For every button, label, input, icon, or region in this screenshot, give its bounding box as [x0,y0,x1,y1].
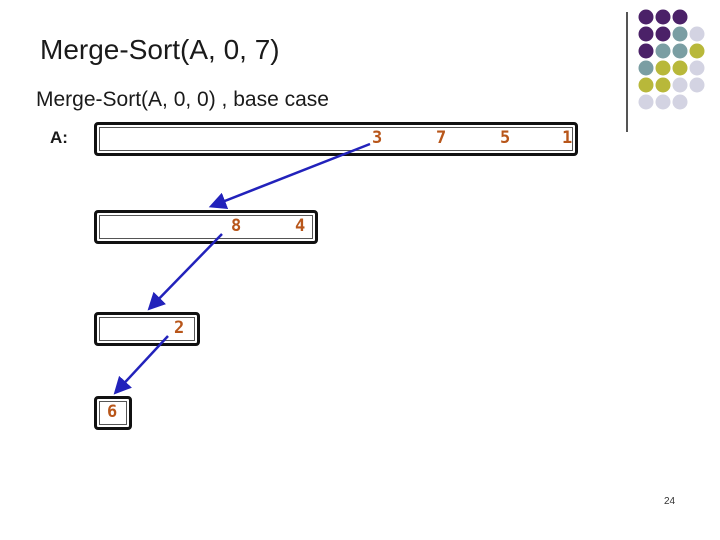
decorative-dot [655,94,671,110]
decorative-dot [638,26,654,42]
decorative-dot [689,43,705,59]
decorative-dot [689,77,705,93]
decorative-dot [689,26,705,42]
array-cell: 6 [107,402,118,422]
decorative-dot [655,9,671,25]
decorative-dot [655,43,671,59]
decorative-dot [638,77,654,93]
array-cell: 5 [500,128,511,148]
array-box-level-0 [94,122,578,156]
slide-subtitle: Merge-Sort(A, 0, 0) , base case [36,88,329,111]
array-cell: 8 [231,216,242,236]
decorative-dot [672,60,688,76]
array-label: A: [50,128,68,147]
array-cell: 4 [295,216,306,236]
array-box-level-2 [94,312,200,346]
decorative-dot [672,77,688,93]
decorative-dot [689,60,705,76]
decorative-dot [672,43,688,59]
decorative-dot [655,26,671,42]
decorative-dot [638,60,654,76]
array-box-level-3 [94,396,132,430]
decorative-dot [672,9,688,25]
decorative-dot [655,60,671,76]
decorative-dot [655,77,671,93]
arrow-level-0-to-1 [208,142,371,210]
array-cell: 7 [436,128,447,148]
decorative-dot [638,9,654,25]
array-box-level-1 [94,210,318,244]
decorative-dot [638,43,654,59]
array-cell: 2 [174,318,185,338]
array-cell: 1 [562,128,573,148]
slide-title: Merge-Sort(A, 0, 7) [40,34,280,65]
arrow-level-2-to-3 [113,335,169,395]
decorative-vertical-line [626,12,628,132]
array-cell: 3 [372,128,383,148]
page-number: 24 [664,496,676,507]
arrow-level-1-to-2 [147,233,223,311]
decorative-dot [672,26,688,42]
decorative-dot [638,94,654,110]
decorative-dot [672,94,688,110]
